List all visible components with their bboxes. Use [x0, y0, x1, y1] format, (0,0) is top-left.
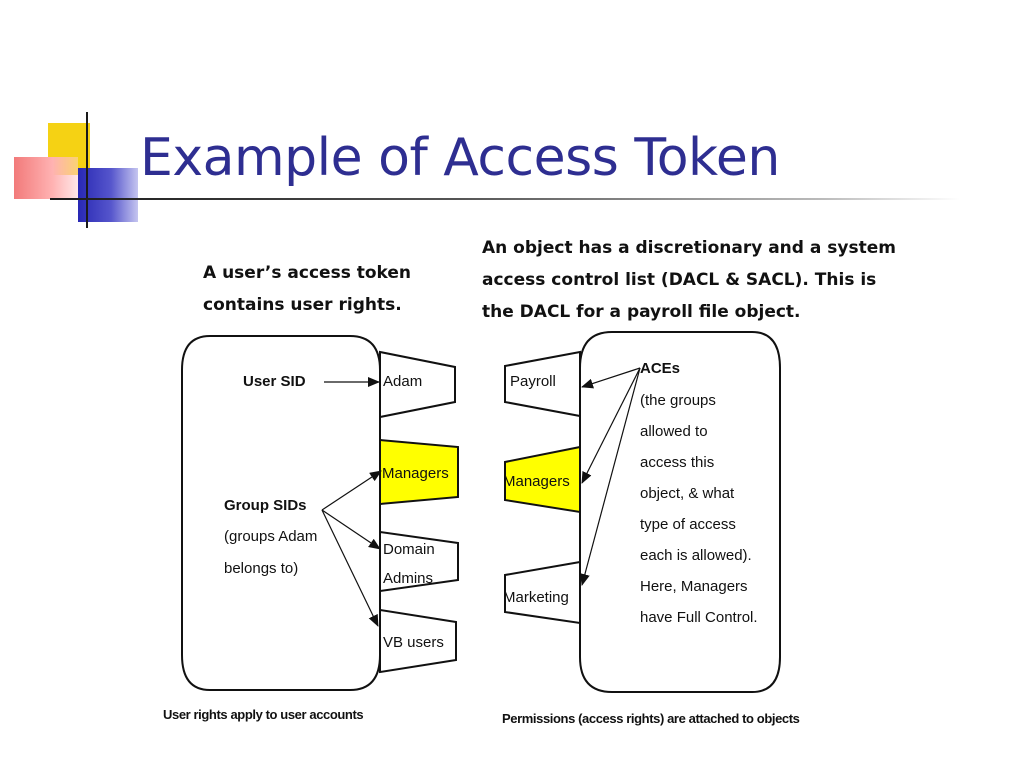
user-sid-label: User SID: [243, 373, 306, 390]
arrow-group-sids-to-managers: [321, 470, 382, 511]
arrow-aces-to-managers: [581, 367, 641, 484]
dacl-tab-label: Payroll: [510, 373, 556, 390]
token-tab-label: Domain: [383, 541, 435, 558]
arrow-group-sids-to-domain-admins: [321, 509, 381, 550]
dacl-box: [579, 331, 781, 693]
token-tab-label: Managers: [382, 465, 449, 482]
right-caption-line: the DACL for a payroll file object.: [482, 302, 801, 322]
aces-note-line: type of access: [640, 516, 736, 533]
decor-vertical-rule: [86, 112, 88, 228]
dacl-tab-marketing: [504, 560, 581, 625]
token-tab-label: Admins: [383, 570, 433, 587]
left-caption-line: A user’s access token: [203, 263, 411, 283]
dacl-tab-payroll: [504, 350, 581, 418]
aces-note-line: each is allowed).: [640, 547, 752, 564]
group-sids-note-line: (groups Adam: [224, 528, 317, 545]
left-caption-line: contains user rights.: [203, 295, 402, 315]
token-footer-note: User rights apply to user accounts: [163, 707, 363, 722]
aces-note-line: have Full Control.: [640, 609, 758, 626]
slide-title: Example of Access Token: [140, 128, 780, 188]
aces-label: ACEs: [640, 360, 680, 377]
aces-note-line: (the groups: [640, 392, 716, 409]
token-tab-adam: [379, 350, 456, 419]
title-underline: [50, 198, 960, 200]
aces-note-line: object, & what: [640, 485, 735, 502]
group-sids-note-line: belongs to): [224, 560, 298, 577]
dacl-tab-label: Managers: [503, 473, 570, 490]
arrow-aces-to-payroll: [581, 367, 641, 389]
dacl-tab-label: Marketing: [503, 589, 569, 606]
right-caption-line: An object has a discretionary and a syst…: [482, 238, 896, 258]
access-token-box: [181, 335, 381, 691]
aces-note-line: allowed to: [640, 423, 708, 440]
decor-red-square: [14, 157, 78, 199]
dacl-footer-note: Permissions (access rights) are attached…: [502, 711, 800, 726]
decor-blue-square: [78, 168, 138, 222]
dacl-tab-managers: [504, 445, 581, 514]
token-tab-label: VB users: [383, 634, 444, 651]
token-tab-vb-users: [379, 608, 457, 674]
aces-note-line: access this: [640, 454, 714, 471]
aces-note-line: Here, Managers: [640, 578, 748, 595]
arrow-group-sids-to-vb-users: [321, 509, 379, 627]
arrow-aces-to-marketing: [580, 367, 641, 586]
token-tab-domain-admins: [379, 530, 459, 593]
group-sids-label: Group SIDs: [224, 497, 307, 514]
token-tab-label: Adam: [383, 373, 422, 390]
token-tab-managers: [379, 438, 459, 506]
right-caption-line: access control list (DACL & SACL). This …: [482, 270, 876, 290]
